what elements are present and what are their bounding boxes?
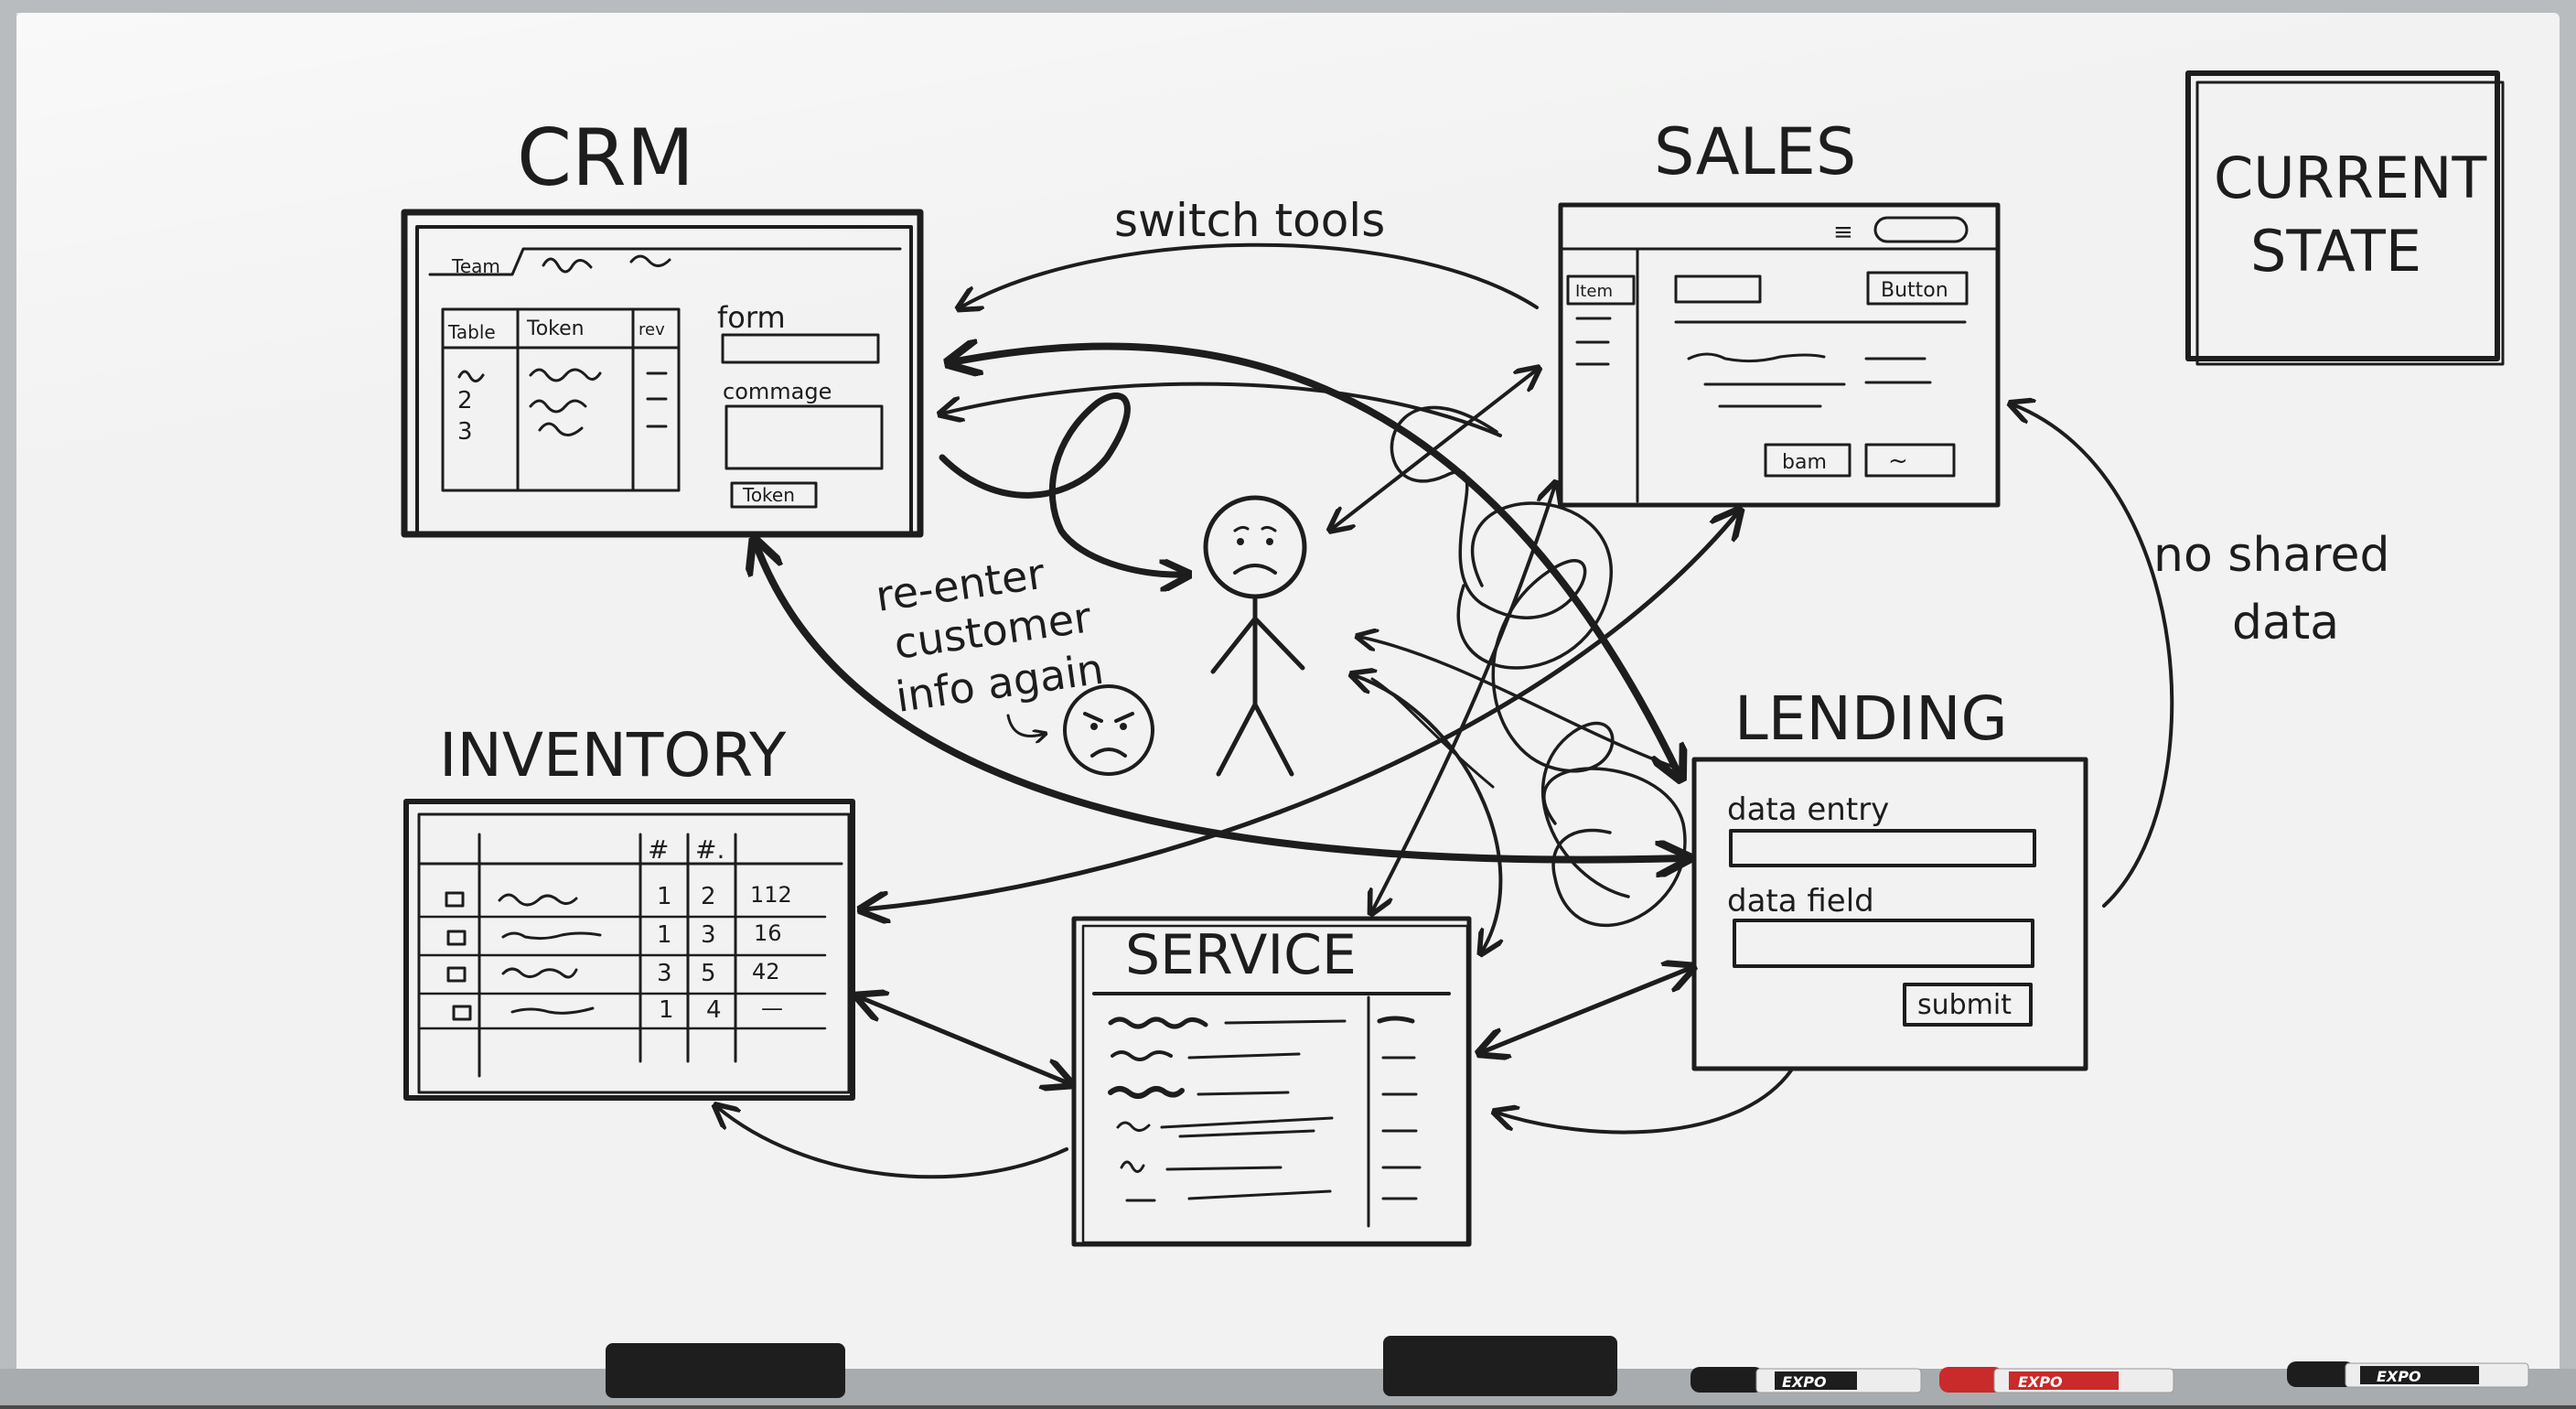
sales-button <box>1866 271 1969 306</box>
sales-window: SALES ≡ Item Button bam ~ <box>1558 114 2001 508</box>
crm-table <box>441 307 681 492</box>
no-shared-data-line-2: data <box>2232 596 2339 651</box>
crm-comment-field <box>724 404 884 470</box>
surface-glare <box>16 13 2560 489</box>
inventory-cell-r1-c3: 112 <box>750 882 792 908</box>
crm-row-number-2: 3 <box>457 418 473 446</box>
crm-form-field <box>721 333 880 364</box>
inventory-cell-r3-c2: 5 <box>701 960 716 987</box>
inventory-cell-r4-c2: 4 <box>706 996 722 1024</box>
crm-tab-label: Team <box>451 255 500 277</box>
lending-field-1-label: data entry <box>1727 791 1889 828</box>
sales-sidebar-header <box>1566 274 1636 306</box>
inventory-cell-r1-c2: 2 <box>701 883 716 910</box>
lending-window: LENDING data entry data field submit <box>1691 683 2088 1071</box>
inventory-header-hash: # <box>648 834 669 865</box>
crm-window: CRM Team Table Token rev 2 3 form commag… <box>401 113 924 538</box>
current-state-line-2: STATE <box>2250 218 2421 285</box>
inventory-row-checkbox-4 <box>452 1005 472 1021</box>
sales-toolbar-icon: ≡ <box>1833 219 1853 246</box>
sales-button-label: Button <box>1881 279 1948 302</box>
sales-footer-button-2 <box>1864 443 1956 478</box>
eraser-left <box>606 1343 845 1398</box>
current-state-box: CURRENT STATE <box>2185 70 2505 366</box>
inventory-cell-r2-c3: 16 <box>754 920 782 946</box>
marker-black: EXPO <box>1690 1367 1922 1393</box>
crm-comment-label: commage <box>723 379 832 404</box>
marker-black-2: EXPO <box>2287 1361 2529 1388</box>
crm-header-rev: rev <box>639 320 665 339</box>
inventory-row-checkbox-2 <box>446 930 467 946</box>
inventory-cell-r2-c1: 1 <box>657 921 672 949</box>
inventory-cell-r4-c1: 1 <box>659 996 674 1024</box>
lending-submit-label: submit <box>1917 989 2012 1021</box>
crm-row-number-1: 2 <box>457 387 473 414</box>
switch-tools-label: switch tools <box>1114 194 1385 247</box>
lending-submit-button <box>1903 983 2033 1027</box>
inventory-title: INVENTORY <box>439 720 787 791</box>
sales-search-pill <box>1873 216 1969 243</box>
crm-header-token: Token <box>526 317 585 340</box>
sales-input <box>1674 274 1762 304</box>
arrows <box>717 242 2174 1179</box>
service-title: SERVICE <box>1125 923 1357 987</box>
marker-red-brand: EXPO <box>2018 1373 2063 1391</box>
crm-title: CRM <box>517 113 694 204</box>
sales-title: SALES <box>1654 114 1856 189</box>
inventory-cell-r2-c2: 3 <box>701 921 716 949</box>
crm-token-button-label: Token <box>742 484 795 506</box>
lending-field-2 <box>1733 919 2034 968</box>
sales-footer-button-2-label: ~ <box>1888 447 1908 475</box>
marker-red: EXPO <box>1939 1367 2174 1393</box>
marker-black-2-brand: EXPO <box>2377 1368 2421 1385</box>
sales-sidebar-header-label: Item <box>1575 282 1613 301</box>
no-shared-data-line-1: no shared <box>2153 528 2389 583</box>
inventory-cell-r3-c3: 42 <box>752 959 780 984</box>
inventory-row-checkbox-1 <box>445 891 465 908</box>
lending-title: LENDING <box>1734 683 2008 754</box>
sales-footer-button-1-label: bam <box>1782 451 1827 474</box>
crm-header-table: Table <box>447 321 496 343</box>
inventory-cell-r1-c1: 1 <box>657 883 672 910</box>
lending-field-2-label: data field <box>1727 883 1874 920</box>
inventory-header-hash-dot: #. <box>695 834 724 865</box>
inventory-cell-r3-c1: 3 <box>657 960 672 987</box>
crm-token-button <box>730 481 818 509</box>
marker-black-brand: EXPO <box>1782 1373 1827 1391</box>
crm-form-label: form <box>717 300 786 335</box>
sales-footer-button-1 <box>1764 443 1852 478</box>
inventory-window: INVENTORY # #. 1 2 112 1 3 16 3 5 42 1 4… <box>403 720 855 1101</box>
marker-tray <box>0 1369 2576 1405</box>
eraser-right <box>1383 1336 1617 1396</box>
current-state-line-1: CURRENT <box>2214 145 2487 211</box>
inventory-row-checkbox-3 <box>446 966 467 983</box>
inventory-cell-r4-c3: — <box>761 995 783 1021</box>
